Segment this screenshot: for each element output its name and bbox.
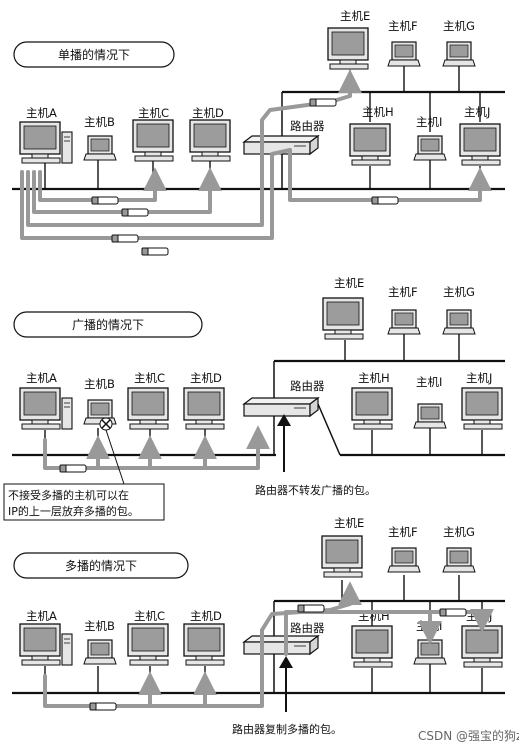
host-label: 主机J	[464, 105, 490, 119]
host-c-computer-icon	[127, 623, 169, 666]
host-f-laptop-icon	[387, 41, 421, 67]
host-g-laptop-icon	[442, 309, 476, 335]
host-label: 主机E	[340, 9, 370, 23]
unicast-section: 单播的情况下 主机A 主机B 主机C	[12, 9, 505, 256]
note-box	[3, 483, 165, 521]
host-j-computer-icon	[461, 625, 503, 668]
host-label: 主机B	[84, 377, 115, 391]
host-e-computer-icon	[322, 297, 364, 340]
host-g-laptop-icon	[442, 547, 476, 573]
router-label: 路由器	[290, 621, 325, 635]
router-icon	[243, 397, 319, 417]
router-label: 路由器	[290, 119, 325, 133]
host-c-computer-icon	[127, 387, 169, 430]
host-label: 主机I	[416, 375, 442, 389]
host-label: 主机G	[443, 285, 475, 299]
host-label: 主机A	[26, 371, 57, 385]
caption: 路由器不转发广播的包。	[255, 483, 376, 497]
host-d-computer-icon	[183, 623, 225, 666]
host-j-computer-icon	[461, 387, 503, 430]
multicast-paths	[43, 581, 494, 708]
host-b-laptop-icon	[83, 135, 117, 161]
packet-icon	[121, 208, 149, 217]
reject-x-icon	[99, 417, 113, 431]
host-label: 主机J	[466, 371, 492, 385]
host-i-laptop-icon	[413, 403, 447, 429]
packet-icon	[59, 464, 87, 473]
host-h-computer-icon	[351, 387, 393, 430]
packet-icon	[297, 604, 325, 613]
host-label: 主机B	[84, 619, 115, 633]
host-j-computer-icon	[459, 123, 501, 166]
section-title-pill	[13, 552, 189, 579]
host-label: 主机D	[190, 371, 222, 385]
host-d-computer-icon	[189, 119, 231, 162]
host-label: 主机C	[134, 609, 165, 623]
broadcast-paths	[43, 425, 270, 470]
host-label: 主机I	[416, 115, 442, 129]
watermark: CSDN @强宝的狗z	[418, 728, 519, 743]
host-i-laptop-icon	[413, 135, 447, 161]
host-f-laptop-icon	[387, 309, 421, 335]
packet-icon	[89, 702, 117, 711]
note-line: IP的上一层放弃多播的包。	[8, 504, 139, 518]
host-label: 主机C	[138, 106, 169, 120]
broadcast-section: 广播的情况下 主机A 主机B	[3, 276, 505, 521]
host-a-computer-icon	[19, 623, 73, 666]
host-label: 主机G	[443, 19, 475, 33]
packet-icon	[439, 608, 467, 617]
host-label: 主机E	[334, 276, 364, 290]
caption: 路由器复制多播的包。	[232, 722, 342, 736]
host-a-computer-icon	[19, 121, 73, 164]
host-label: 主机A	[26, 106, 57, 120]
section-title: 广播的情况下	[72, 317, 144, 332]
host-label: 主机F	[388, 19, 418, 33]
host-label: 主机F	[388, 525, 418, 539]
host-c-computer-icon	[132, 119, 174, 162]
multicast-section: 多播的情况下 主机A 主机B 主机C 主机D 主机E 主机F 主	[12, 516, 505, 736]
host-label: 主机H	[362, 105, 394, 119]
host-label: 主机B	[84, 115, 115, 129]
host-label: 主机C	[134, 371, 165, 385]
host-label: 主机D	[192, 106, 224, 120]
host-label: 主机H	[358, 371, 390, 385]
note-line: 不接受多播的主机可以在	[8, 488, 129, 502]
host-b-laptop-icon	[83, 639, 117, 665]
host-g-laptop-icon	[442, 41, 476, 67]
host-label: 主机F	[388, 285, 418, 299]
host-e-computer-icon	[321, 535, 363, 578]
host-h-computer-icon	[349, 123, 391, 166]
host-f-laptop-icon	[387, 547, 421, 573]
host-d-computer-icon	[183, 387, 225, 430]
section-title-pill	[13, 311, 203, 338]
packet-icon	[141, 247, 169, 256]
packet-icon	[111, 234, 139, 243]
packet-icon	[371, 196, 399, 205]
section-title: 多播的情况下	[65, 558, 137, 573]
packet-icon	[91, 196, 119, 205]
router-label: 路由器	[290, 379, 325, 393]
host-h-computer-icon	[351, 625, 393, 668]
host-label: 主机A	[26, 609, 57, 623]
host-e-computer-icon	[327, 27, 369, 70]
router-icon	[243, 635, 319, 655]
host-label: 主机E	[334, 516, 364, 530]
host-a-computer-icon	[19, 387, 73, 430]
section-title: 单播的情况下	[58, 47, 130, 62]
section-title-pill	[13, 41, 175, 68]
host-label: 主机G	[443, 525, 475, 539]
packet-icon	[309, 98, 337, 107]
host-i-laptop-icon	[413, 639, 447, 665]
host-label: 主机D	[190, 609, 222, 623]
